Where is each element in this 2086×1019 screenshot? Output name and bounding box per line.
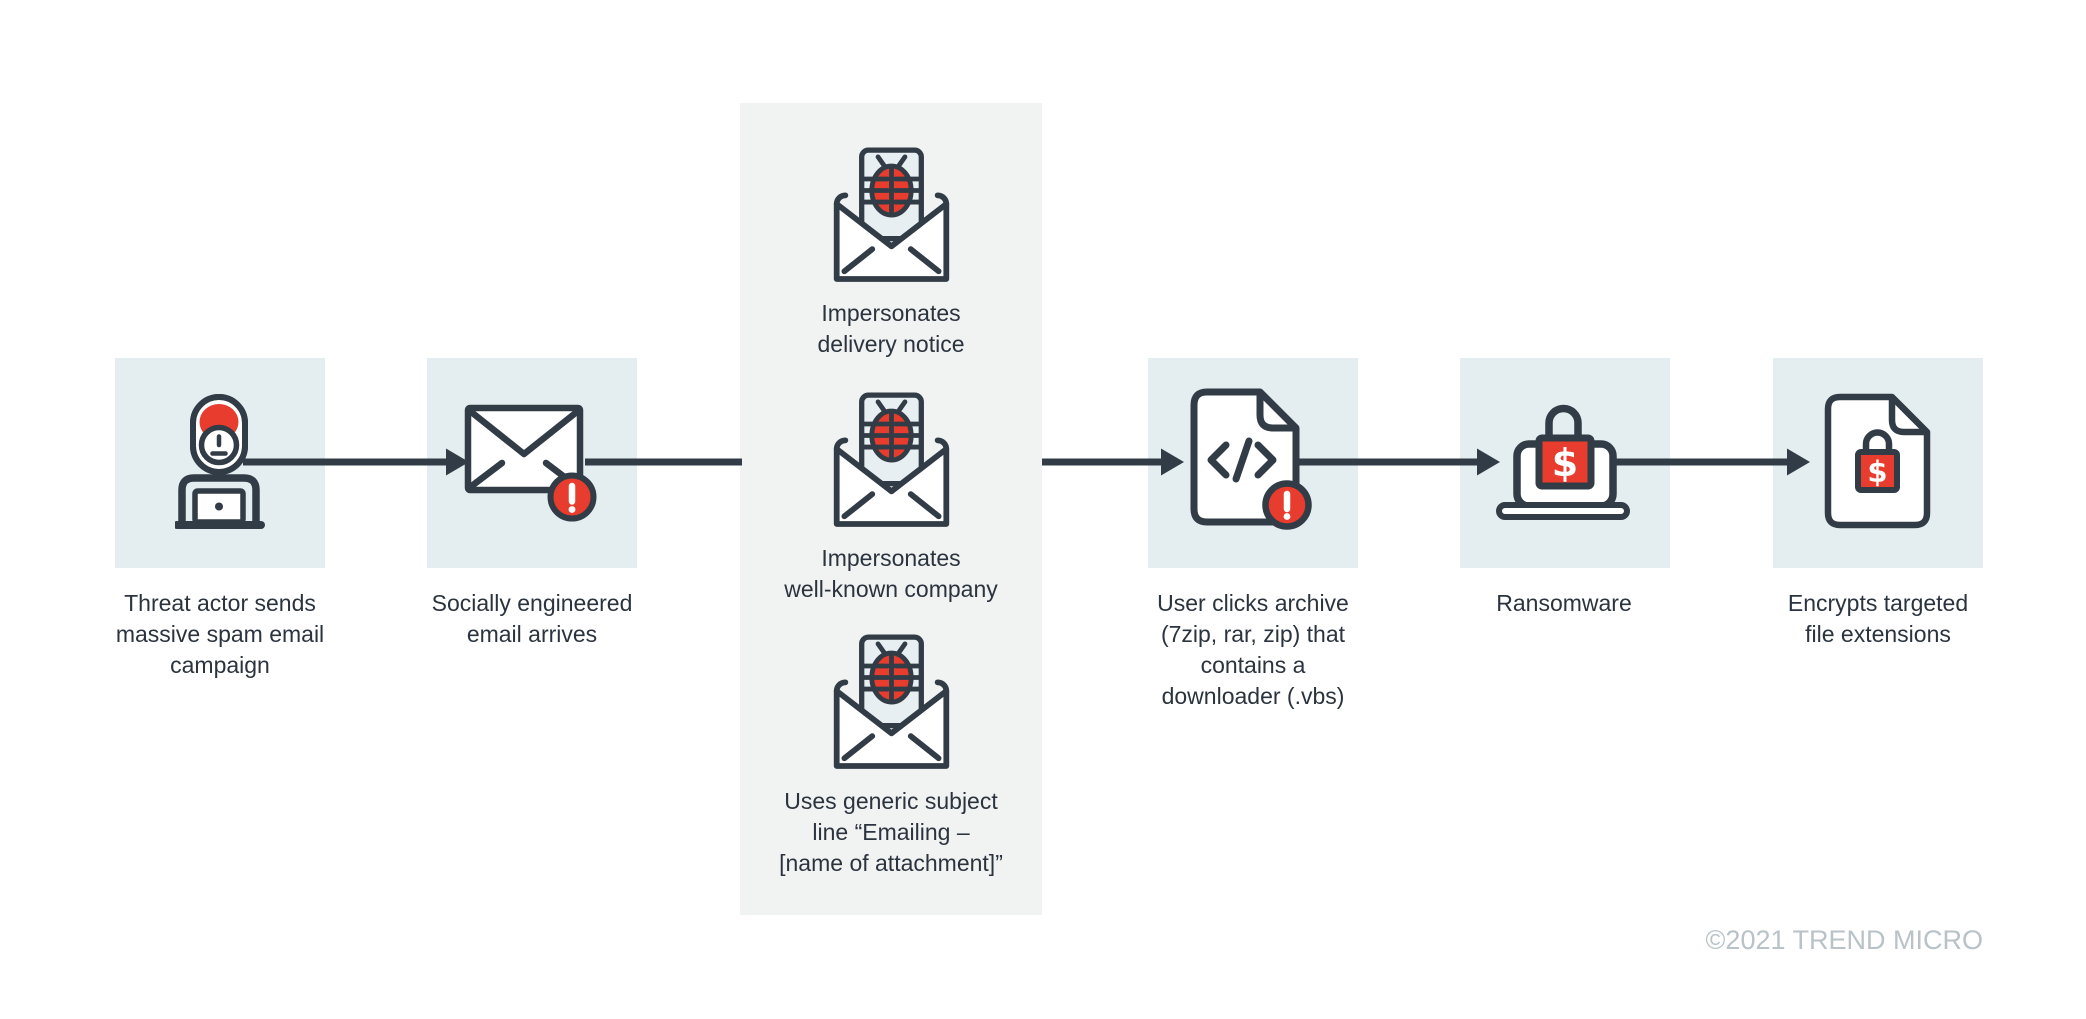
step-caption-spam-email: Socially engineered email arrives — [431, 590, 633, 647]
malware-email-icon — [833, 147, 950, 282]
code-file-alert-icon — [1190, 388, 1312, 530]
encrypted-file-icon: $ — [1824, 393, 1931, 529]
malware-email-icon — [833, 634, 950, 769]
dollar-lock-icon: $ — [1535, 404, 1595, 490]
step-caption-archive: User clicks archive (7zip, rar, zip) tha… — [1157, 590, 1349, 709]
spam-email-alert-icon — [464, 404, 597, 522]
tactic-caption-delivery-notice: Impersonates delivery notice — [817, 300, 965, 357]
tactic-caption-generic-subject: Uses generic subject line “Emailing – [n… — [779, 788, 1003, 876]
dollar-lock-icon: $ — [1855, 429, 1900, 493]
flow-arrow-4 — [1290, 448, 1500, 476]
bug-icon — [859, 154, 924, 218]
step-caption-threat-actor: Threat actor sends massive spam email ca… — [115, 590, 325, 678]
bug-icon — [859, 641, 924, 705]
code-icon — [1207, 437, 1277, 483]
threat-actor-icon — [175, 394, 265, 529]
flow-arrow-5 — [1613, 448, 1810, 476]
copyright-text: ©2021 TREND MICRO — [1705, 925, 1983, 955]
malware-email-icon — [833, 392, 950, 527]
svg-text:$: $ — [1867, 455, 1887, 489]
tactic-caption-well-known-company: Impersonates well-known company — [784, 545, 998, 602]
flow-arrow-1 — [243, 448, 469, 476]
alert-badge-icon — [1262, 480, 1312, 530]
bug-icon — [859, 399, 924, 463]
step-caption-ransomware: Ransomware — [1496, 590, 1632, 616]
step-caption-encryption: Encrypts targeted file extensions — [1787, 590, 1969, 647]
alert-badge-icon — [547, 472, 597, 522]
ransomware-laptop-icon: $ — [1496, 404, 1630, 520]
flow-arrow-3 — [1042, 448, 1184, 476]
svg-text:$: $ — [1552, 441, 1578, 485]
